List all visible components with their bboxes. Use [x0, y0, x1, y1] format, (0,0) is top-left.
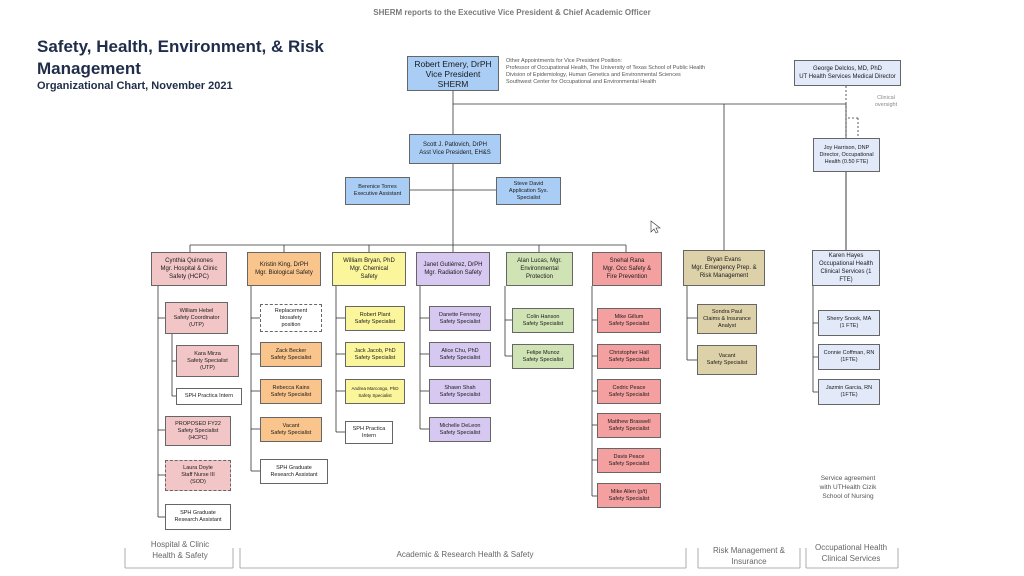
node-mirza: Kara Mirza Safety Specialist (UTP) — [176, 345, 239, 377]
page-title: Safety, Health, Environment, & Risk Mana… — [37, 37, 324, 78]
node-sph-gra-1: SPH Graduate Research Assistant — [165, 504, 231, 530]
node-shah: Shawn Shah Safety Specialist — [429, 379, 491, 404]
node-hall: Christopher Hall Safety Specialist — [597, 344, 661, 369]
node-gillum: Mike Gillum Safety Specialist — [597, 308, 661, 333]
node-patlovich: Scott J. Patlovich, DrPH Asst Vice Presi… — [409, 134, 501, 164]
node-vacant-bio: Vacant Safety Specialist — [260, 417, 322, 442]
node-delclos: George Delclos, MD, PhD UT Health Servic… — [794, 60, 901, 86]
node-torres: Berenice Torres Executive Assistant — [345, 177, 410, 205]
node-vacant-rm: Vacant Safety Specialist — [697, 345, 757, 375]
node-snook: Sherry Snook, MA (1 FTE) — [818, 310, 880, 336]
node-hayes: Karen Hayes Occupational Health Clinical… — [812, 250, 880, 286]
node-kains: Rebecca Kains Safety Specialist — [260, 379, 322, 404]
node-plant: Robert Plant Safety Specialist — [345, 306, 405, 331]
node-sph-gra-2: SPH Graduate Research Assistant — [260, 459, 328, 484]
page-subtitle: Organizational Chart, November 2021 — [37, 80, 233, 92]
node-lucas: Alan Lucas, Mgr. Environmental Protectio… — [506, 252, 573, 286]
node-paul: Sondra Paul Claims & Insurance Analyst — [697, 304, 757, 334]
node-coffman: Connie Coffman, RN (1FTE) — [818, 344, 880, 370]
node-harrison: Joy Harrison, DNP Director, Occupational… — [813, 138, 880, 172]
node-deleon: Michelle DeLeon Safety Specialist — [429, 417, 491, 442]
node-bryan: William Bryan, PhD Mgr. Chemical Safety — [332, 252, 406, 286]
footer-occupational-health: Occupational Health Clinical Services — [814, 543, 888, 563]
node-fennesy: Danette Fennesy Safety Specialist — [429, 306, 491, 331]
node-sph-intern-2: SPH Practica Intern — [345, 421, 393, 444]
node-jacob: Jack Jacob, PhD Safety Specialist — [345, 342, 405, 367]
node-garcia: Jazmin Garcia, RN (1FTE) — [818, 379, 880, 405]
node-david: Steve David Application Sys. Specialist — [496, 177, 561, 205]
node-peace-d: Davis Peace Safety Specialist — [597, 448, 661, 473]
node-braswell: Matthew Braswell Safety Specialist — [597, 413, 661, 438]
node-chu: Alice Chu, PhD Safety Specialist — [429, 342, 491, 367]
node-allen: Mike Allen (p/t) Safety Specialist — [597, 483, 661, 508]
node-king: Kristin King, DrPH Mgr. Biological Safet… — [247, 252, 321, 286]
node-proposed: PROPOSED FY22 Safety Specialist (HCPC) — [165, 416, 231, 446]
node-munoz: Felipe Munoz Safety Specialist — [512, 344, 574, 369]
service-agreement-note: Service agreement with UTHealth Cizik Sc… — [819, 475, 877, 500]
node-quinones: Cynthia Quinones Mgr. Hospital & Clinic … — [151, 252, 227, 286]
footer-risk-management: Risk Management & Insurance — [712, 546, 786, 566]
footer-academic-research: Academic & Research Health & Safety — [396, 550, 534, 559]
footer-hospital-clinic: Hospital & Clinic Health & Safety — [150, 540, 210, 560]
node-hanson: Colin Hanson Safety Specialist — [512, 308, 574, 333]
cursor-icon — [650, 220, 661, 234]
node-sph-intern-1: SPH Practica Intern — [176, 388, 242, 405]
node-rana: Snehal Rana Mgr. Occ Safety & Fire Preve… — [592, 252, 662, 286]
clinical-oversight-note: Clinical oversight — [874, 95, 898, 108]
node-marcongo: Andrea Marcongo, PhD Safety Specialist — [345, 379, 405, 404]
node-hebel: William Hebel Safety Coordinator (UTP) — [165, 302, 228, 334]
node-becker: Zack Becker Safety Specialist — [260, 342, 322, 367]
node-gutierrez: Janet Gutiérrez, DrPH Mgr. Radiation Saf… — [416, 252, 490, 286]
reporting-note: SHERM reports to the Executive Vice Pres… — [373, 8, 651, 17]
other-appointments-note: Other Appointments for Vice President Po… — [506, 58, 706, 85]
node-evans: Bryan Evans Mgr. Emergency Prep. & Risk … — [683, 250, 765, 286]
node-peace-c: Cedric Peace Safety Specialist — [597, 379, 661, 404]
node-replacement: Replacement biosafety position — [260, 304, 322, 332]
node-emery: Robert Emery, DrPH Vice President SHERM — [407, 56, 499, 91]
node-doyle: Laura Doyle Staff Nurse III (SOD) — [165, 460, 231, 491]
